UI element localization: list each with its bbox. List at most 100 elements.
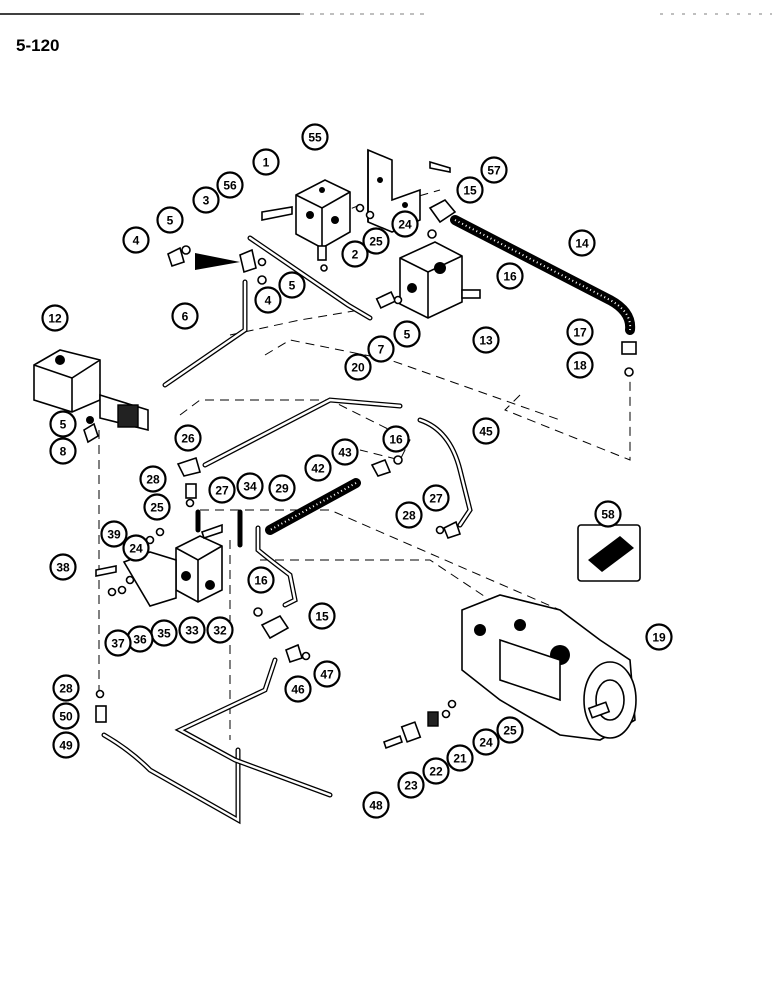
callout-28: 28 [52, 674, 80, 702]
callout-label: 32 [213, 624, 227, 638]
callout-5: 5 [393, 320, 421, 348]
callout-12: 12 [41, 304, 69, 332]
callout-label: 22 [429, 765, 443, 779]
callout-19: 19 [645, 623, 673, 651]
callout-18: 18 [566, 351, 594, 379]
callout-label: 27 [215, 484, 229, 498]
callout-label: 25 [503, 724, 517, 738]
callout-label: 28 [59, 682, 73, 696]
callout-25: 25 [362, 227, 390, 255]
callout-55: 55 [301, 123, 329, 151]
callout-label: 27 [429, 492, 443, 506]
callout-label: 18 [573, 359, 587, 373]
callout-6: 6 [171, 302, 199, 330]
hydraulic-pump [461, 594, 637, 741]
callout-label: 15 [315, 610, 329, 624]
callout-33: 33 [178, 616, 206, 644]
callout-1: 1 [252, 148, 280, 176]
callout-27: 27 [422, 484, 450, 512]
callout-label: 23 [404, 779, 418, 793]
callout-label: 3 [203, 194, 210, 208]
callout-5: 5 [278, 271, 306, 299]
callout-50: 50 [52, 702, 80, 730]
callout-3: 3 [192, 186, 220, 214]
priority-valve [399, 241, 481, 319]
callout-39: 39 [100, 520, 128, 548]
callout-label: 35 [157, 627, 171, 641]
callout-14: 14 [568, 229, 596, 257]
callout-57: 57 [480, 156, 508, 184]
callout-47: 47 [313, 660, 341, 688]
callout-43: 43 [331, 438, 359, 466]
callout-label: 14 [575, 237, 589, 251]
callout-label: 24 [129, 542, 143, 556]
callout-label: 6 [182, 310, 189, 324]
callout-56: 56 [216, 171, 244, 199]
callout-17: 17 [566, 318, 594, 346]
callout-label: 5 [60, 418, 67, 432]
callout-label: 46 [291, 683, 305, 697]
callout-48: 48 [362, 791, 390, 819]
callout-15: 15 [308, 602, 336, 630]
callout-label: 5 [289, 279, 296, 293]
callout-7: 7 [367, 335, 395, 363]
callout-28: 28 [395, 501, 423, 529]
callout-46: 46 [284, 675, 312, 703]
callout-16: 16 [382, 425, 410, 453]
callout-label: 28 [402, 509, 416, 523]
callout-label: 25 [369, 235, 383, 249]
callout-label: 24 [479, 736, 493, 750]
callout-label: 29 [275, 482, 289, 496]
callout-24: 24 [472, 728, 500, 756]
callout-label: 5 [404, 328, 411, 342]
callout-label: 34 [243, 480, 257, 494]
callout-15: 15 [456, 176, 484, 204]
callout-27: 27 [208, 476, 236, 504]
callout-26: 26 [174, 424, 202, 452]
callout-16: 16 [496, 262, 524, 290]
callout-label: 15 [463, 184, 477, 198]
callout-label: 58 [601, 508, 615, 522]
steering-valve-body [33, 349, 149, 432]
callout-label: 4 [265, 294, 272, 308]
hydraulic-tubes [101, 235, 403, 825]
control-valve [295, 179, 351, 261]
callout-23: 23 [397, 771, 425, 799]
callout-13: 13 [472, 326, 500, 354]
callout-label: 45 [479, 425, 493, 439]
callout-label: 47 [320, 668, 334, 682]
callout-24: 24 [391, 210, 419, 238]
callout-37: 37 [104, 629, 132, 657]
callout-label: 24 [398, 218, 412, 232]
callout-label: 57 [487, 164, 501, 178]
callout-label: 7 [378, 343, 385, 357]
callout-25: 25 [143, 493, 171, 521]
callout-label: 5 [167, 214, 174, 228]
callout-4: 4 [254, 286, 282, 314]
callout-label: 36 [133, 633, 147, 647]
callout-35: 35 [150, 619, 178, 647]
direction-arrow [195, 253, 240, 270]
callout-label: 28 [146, 473, 160, 487]
callout-20: 20 [344, 353, 372, 381]
callout-45: 45 [472, 417, 500, 445]
callout-5: 5 [49, 410, 77, 438]
callout-42: 42 [304, 454, 332, 482]
callout-label: 55 [308, 131, 322, 145]
callout-label: 19 [652, 631, 666, 645]
callout-58: 58 [594, 500, 622, 528]
callout-label: 16 [503, 270, 517, 284]
callout-36: 36 [126, 625, 154, 653]
flow-control-block [122, 535, 223, 607]
callout-label: 33 [185, 624, 199, 638]
decal-card [577, 524, 641, 582]
callout-label: 4 [133, 234, 140, 248]
callout-label: 56 [223, 179, 237, 193]
callout-label: 39 [107, 528, 121, 542]
fittings-and-hardware [83, 160, 637, 750]
callout-label: 20 [351, 361, 365, 375]
callout-4: 4 [122, 226, 150, 254]
callout-22: 22 [422, 757, 450, 785]
callout-16: 16 [247, 566, 275, 594]
callout-label: 16 [254, 574, 268, 588]
